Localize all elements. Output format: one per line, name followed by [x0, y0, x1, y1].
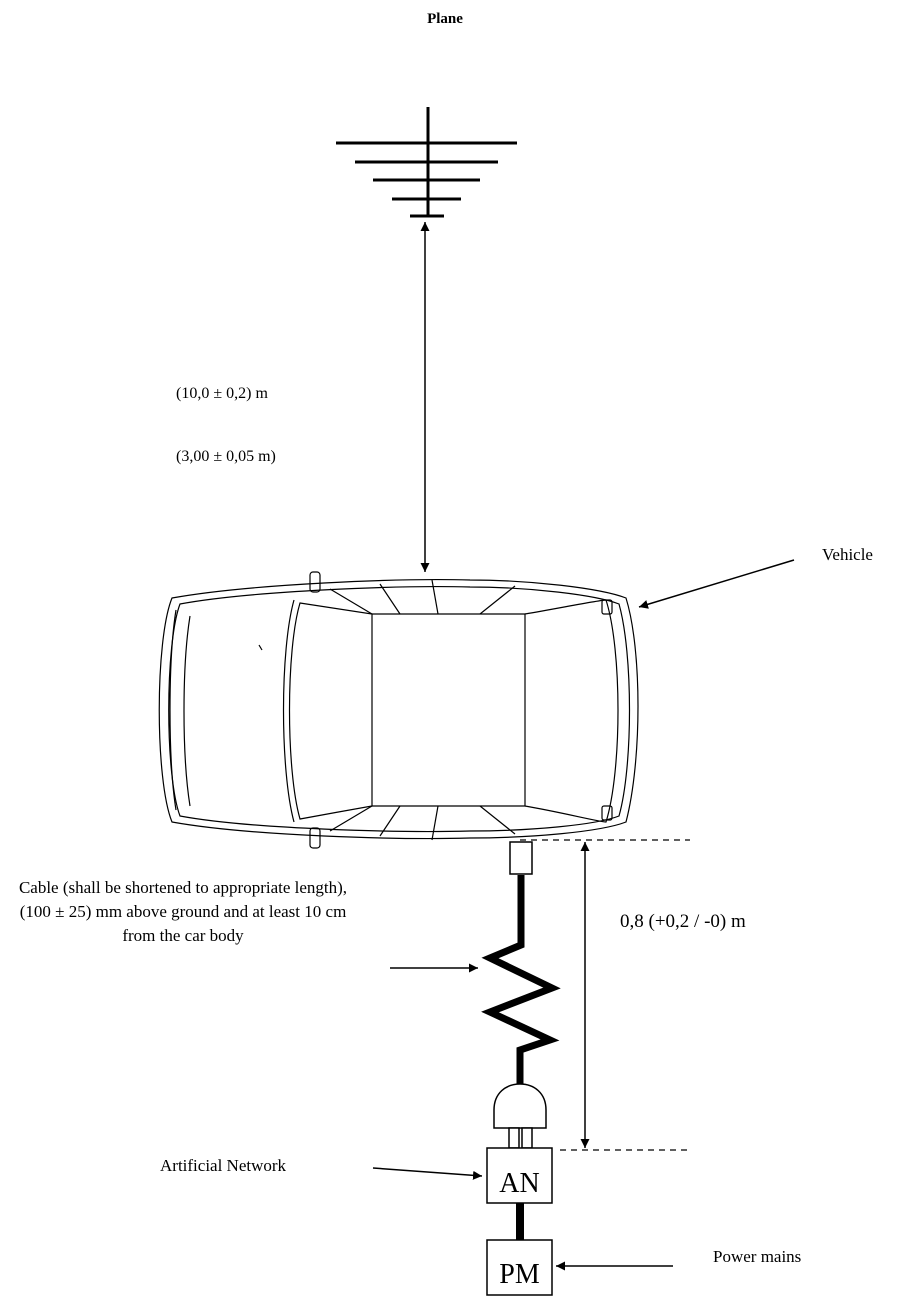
- vehicle-pointer-arrow: [638, 559, 795, 609]
- antenna-distance-primary: (10,0 ± 0,2) m: [176, 385, 268, 402]
- antenna-distance-alternative: (3,00 ± 0,05 m): [176, 448, 276, 465]
- artificial-network-box-text: AN: [499, 1168, 540, 1199]
- power-mains-box-text: PM: [499, 1259, 540, 1290]
- antenna-ground-symbol-icon: [336, 107, 517, 218]
- cable-coil: [481, 875, 561, 1100]
- vehicle-label: Vehicle: [822, 545, 873, 564]
- artificial-network-box: [486, 1147, 553, 1204]
- power-mains-box: [486, 1239, 553, 1296]
- mains-plug-icon: [493, 1083, 547, 1149]
- vehicle-top-view: [158, 571, 639, 849]
- artificial-network-label: Artificial Network: [160, 1156, 287, 1175]
- height-dimension-label: 0,8 (+0,2 / -0) m: [620, 911, 746, 932]
- artificial-network-pointer-arrow: [372, 1167, 483, 1180]
- cable-label: Cable (shall be shortened to appropriate…: [18, 878, 348, 945]
- vehicle-inlet-connector: [509, 841, 533, 875]
- power-mains-label: Power mains: [713, 1247, 802, 1266]
- diagram-title: Plane: [427, 11, 463, 27]
